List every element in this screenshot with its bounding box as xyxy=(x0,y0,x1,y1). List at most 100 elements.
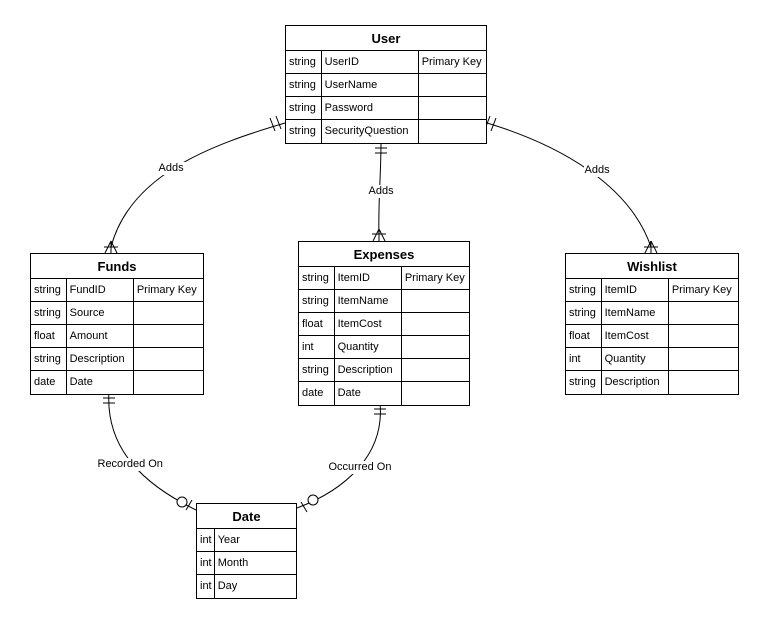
field-name-cell: Description xyxy=(67,348,134,370)
field-type-cell: string xyxy=(31,348,67,370)
field-type-cell: int xyxy=(197,552,215,574)
one-only-marker-user-funds-0 xyxy=(269,117,276,132)
field-name-cell: ItemName xyxy=(602,302,669,324)
zero-marker-funds-date xyxy=(176,496,188,508)
field-name-cell: ItemID xyxy=(335,267,402,289)
field-name-cell: UserName xyxy=(322,74,419,96)
field-type-cell: float xyxy=(566,325,602,347)
many-marker-expenses-2 xyxy=(378,228,386,242)
field-key-cell xyxy=(669,325,738,347)
field-key-cell xyxy=(669,302,738,324)
field-key-cell xyxy=(402,359,469,381)
relationship-label-funds-date: Recorded On xyxy=(96,457,164,471)
field-name-cell: Amount xyxy=(67,325,134,347)
relationship-label-user-funds: Adds xyxy=(157,161,185,175)
relationship-line-funds-date xyxy=(108,390,197,511)
field-key-cell xyxy=(669,348,738,370)
field-key-cell xyxy=(134,371,203,394)
field-name-cell: Date xyxy=(67,371,134,394)
field-key-cell xyxy=(134,348,203,370)
field-type-cell: string xyxy=(286,97,322,119)
field-type-cell: date xyxy=(31,371,67,394)
field-type-cell: string xyxy=(566,302,602,324)
field-name-cell: ItemCost xyxy=(335,313,402,335)
field-name-cell: ItemCost xyxy=(602,325,669,347)
one-marker-funds-date-0 xyxy=(185,499,193,511)
field-key-cell xyxy=(134,302,203,324)
field-type-cell: date xyxy=(299,382,335,405)
field-key-cell: Primary Key xyxy=(671,284,732,296)
field-name-cell: Quantity xyxy=(335,336,402,358)
entity-title-date: Date xyxy=(197,504,296,529)
field-type-cell: float xyxy=(31,325,67,347)
field-name-cell: Description xyxy=(335,359,402,381)
field-name-cell: Year xyxy=(217,534,240,546)
field-type-cell: string xyxy=(299,290,335,312)
field-key-cell xyxy=(402,313,469,335)
field-key-cell: Primary Key xyxy=(136,284,197,296)
entity-title-wishlist: Wishlist xyxy=(566,254,738,279)
many-marker-expenses-0 xyxy=(372,228,380,242)
field-key-cell xyxy=(402,336,469,358)
field-type-cell: int xyxy=(299,336,335,358)
entity-title-user: User xyxy=(286,26,486,51)
field-name-cell: UserID xyxy=(322,51,419,73)
relationship-label-user-expenses: Adds xyxy=(367,184,395,198)
field-type-cell: float xyxy=(299,313,335,335)
entity-title-funds: Funds xyxy=(31,254,203,279)
field-type-cell: string xyxy=(566,371,602,394)
field-name-cell: ItemID xyxy=(602,279,669,301)
field-key-cell xyxy=(402,382,469,405)
one-only-marker-user-funds-1 xyxy=(275,115,282,130)
relationship-line-user-wishlist xyxy=(486,122,652,248)
one-marker-expenses-date-0 xyxy=(300,501,308,513)
relationship-label-expenses-date: Occurred On xyxy=(327,460,393,474)
field-type-cell: string xyxy=(286,120,322,143)
relationship-line-expenses-date xyxy=(296,402,381,509)
field-type-cell: string xyxy=(31,279,67,301)
field-name-cell: SecurityQuestion xyxy=(322,120,419,143)
field-name-cell: Password xyxy=(322,97,419,119)
zero-marker-expenses-date xyxy=(307,494,319,506)
field-type-cell: string xyxy=(299,267,335,289)
relationship-line-user-funds xyxy=(110,122,286,248)
field-key-cell xyxy=(419,74,486,96)
field-name-cell: Description xyxy=(602,371,669,394)
field-name-cell: Quantity xyxy=(602,348,669,370)
field-type-cell: string xyxy=(566,279,602,301)
field-type-cell: int xyxy=(197,575,215,598)
field-name-cell: Month xyxy=(217,557,249,569)
field-type-cell: string xyxy=(299,359,335,381)
relationship-label-user-wishlist: Adds xyxy=(583,163,611,177)
field-name-cell: Day xyxy=(217,580,238,592)
field-key-cell xyxy=(402,290,469,312)
field-key-cell xyxy=(419,97,486,119)
field-type-cell: string xyxy=(31,302,67,324)
field-name-cell: FundID xyxy=(67,279,134,301)
field-name-cell: Date xyxy=(335,382,402,405)
field-key-cell: Primary Key xyxy=(404,272,465,284)
